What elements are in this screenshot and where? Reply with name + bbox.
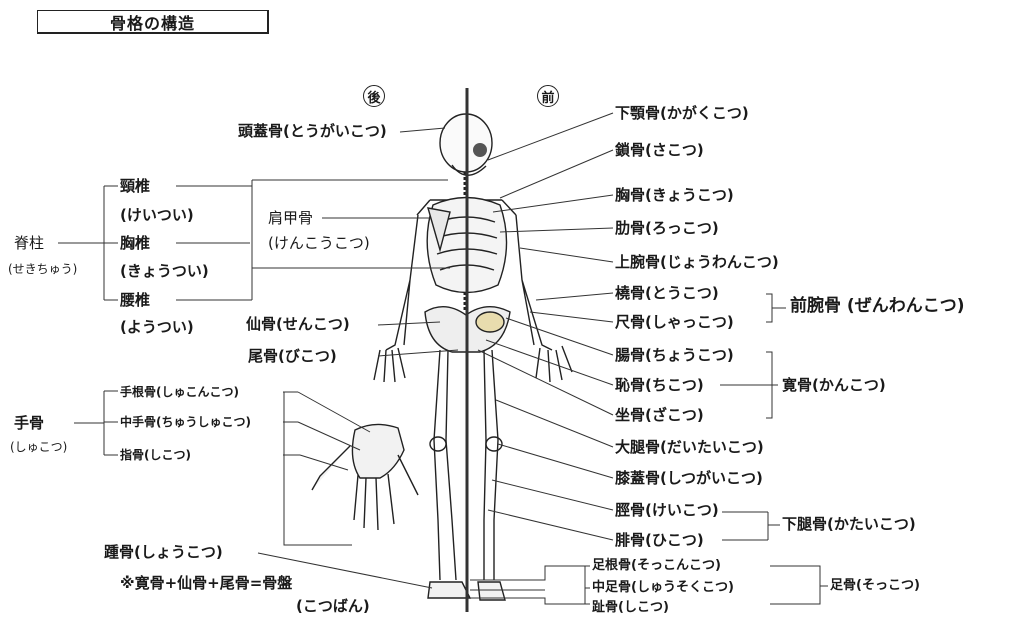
label-ilium: 腸骨(ちょうこつ) xyxy=(615,346,734,364)
label-sacrum: 仙骨(せんこつ) xyxy=(246,315,350,333)
left-leg xyxy=(433,349,457,581)
label-thoracic: 胸椎 xyxy=(120,234,151,252)
hand-detail xyxy=(311,423,419,531)
front-mark: 前 xyxy=(537,85,559,107)
label-phalanx: 指骨(しこつ) xyxy=(120,448,191,462)
pelvis-note-reading: (こつばん) xyxy=(296,597,370,615)
label-patella: 膝蓋骨(しつがいこつ) xyxy=(615,469,763,487)
right-leg xyxy=(483,349,499,580)
label-metatarsal: 中足骨(しゅうそくこつ) xyxy=(592,580,734,595)
label-hand: 手骨 xyxy=(14,414,45,432)
label-tarsal: 足根骨(そっこんこつ) xyxy=(592,558,721,573)
diagram-title: 骨格の構造 xyxy=(37,10,269,34)
back-mark: 後 xyxy=(363,85,385,107)
label-carpal: 手根骨(しゅこんこつ) xyxy=(120,385,239,399)
left-arm xyxy=(385,214,419,351)
label-clavicle: 鎖骨(さこつ) xyxy=(615,141,704,159)
label-sternum: 胸骨(きょうこつ) xyxy=(615,186,734,204)
label-spine: 脊柱 xyxy=(14,234,45,252)
label-scapula-reading: (けんこうこつ) xyxy=(268,234,370,252)
label-hip: 寛骨(かんこつ) xyxy=(782,376,886,394)
pelvis-note: ※寛骨+仙骨+尾骨=骨盤 xyxy=(120,574,293,592)
label-pubis: 恥骨(ちこつ) xyxy=(615,376,704,394)
label-cervical: 頸椎 xyxy=(120,177,151,195)
label-ulna: 尺骨(しゃっこつ) xyxy=(615,313,734,331)
label-humerus: 上腕骨(じょうわんこつ) xyxy=(615,253,779,271)
label-skull: 頭蓋骨(とうがいこつ) xyxy=(238,122,387,140)
label-metacarpal: 中手骨(ちゅうしゅこつ) xyxy=(120,415,251,429)
label-thoracic-reading: (きょうつい) xyxy=(120,262,209,280)
label-mandible: 下顎骨(かがくこつ) xyxy=(615,104,749,122)
label-spine-reading: (せきちゅう) xyxy=(8,262,78,276)
label-lowerleg: 下腿骨(かたいこつ) xyxy=(782,515,916,533)
label-tibia: 脛骨(けいこつ) xyxy=(615,501,719,519)
label-ischium: 坐骨(ざこつ) xyxy=(615,406,704,424)
label-fibula: 腓骨(ひこつ) xyxy=(615,531,704,549)
label-femur: 大腿骨(だいたいこつ) xyxy=(615,438,764,456)
label-rib: 肋骨(ろっこつ) xyxy=(615,219,719,237)
label-toe: 趾骨(しこつ) xyxy=(592,600,669,615)
label-coccyx: 尾骨(びこつ) xyxy=(248,347,337,365)
label-scapula: 肩甲骨 xyxy=(268,209,314,227)
label-foot: 足骨(そっこつ) xyxy=(830,578,920,593)
label-hand-reading: (しゅこつ) xyxy=(10,440,68,454)
label-forearm: 前腕骨 (ぜんわんこつ) xyxy=(790,296,965,316)
label-radius: 橈骨(とうこつ) xyxy=(615,284,719,302)
label-calcaneus: 踵骨(しょうこつ) xyxy=(104,543,223,561)
label-lumbar: 腰椎 xyxy=(120,291,151,309)
label-cervical-reading: (けいつい) xyxy=(120,206,194,224)
label-lumbar-reading: (ようつい) xyxy=(120,318,194,336)
leader-lines xyxy=(58,112,828,605)
right-arm xyxy=(515,214,553,351)
